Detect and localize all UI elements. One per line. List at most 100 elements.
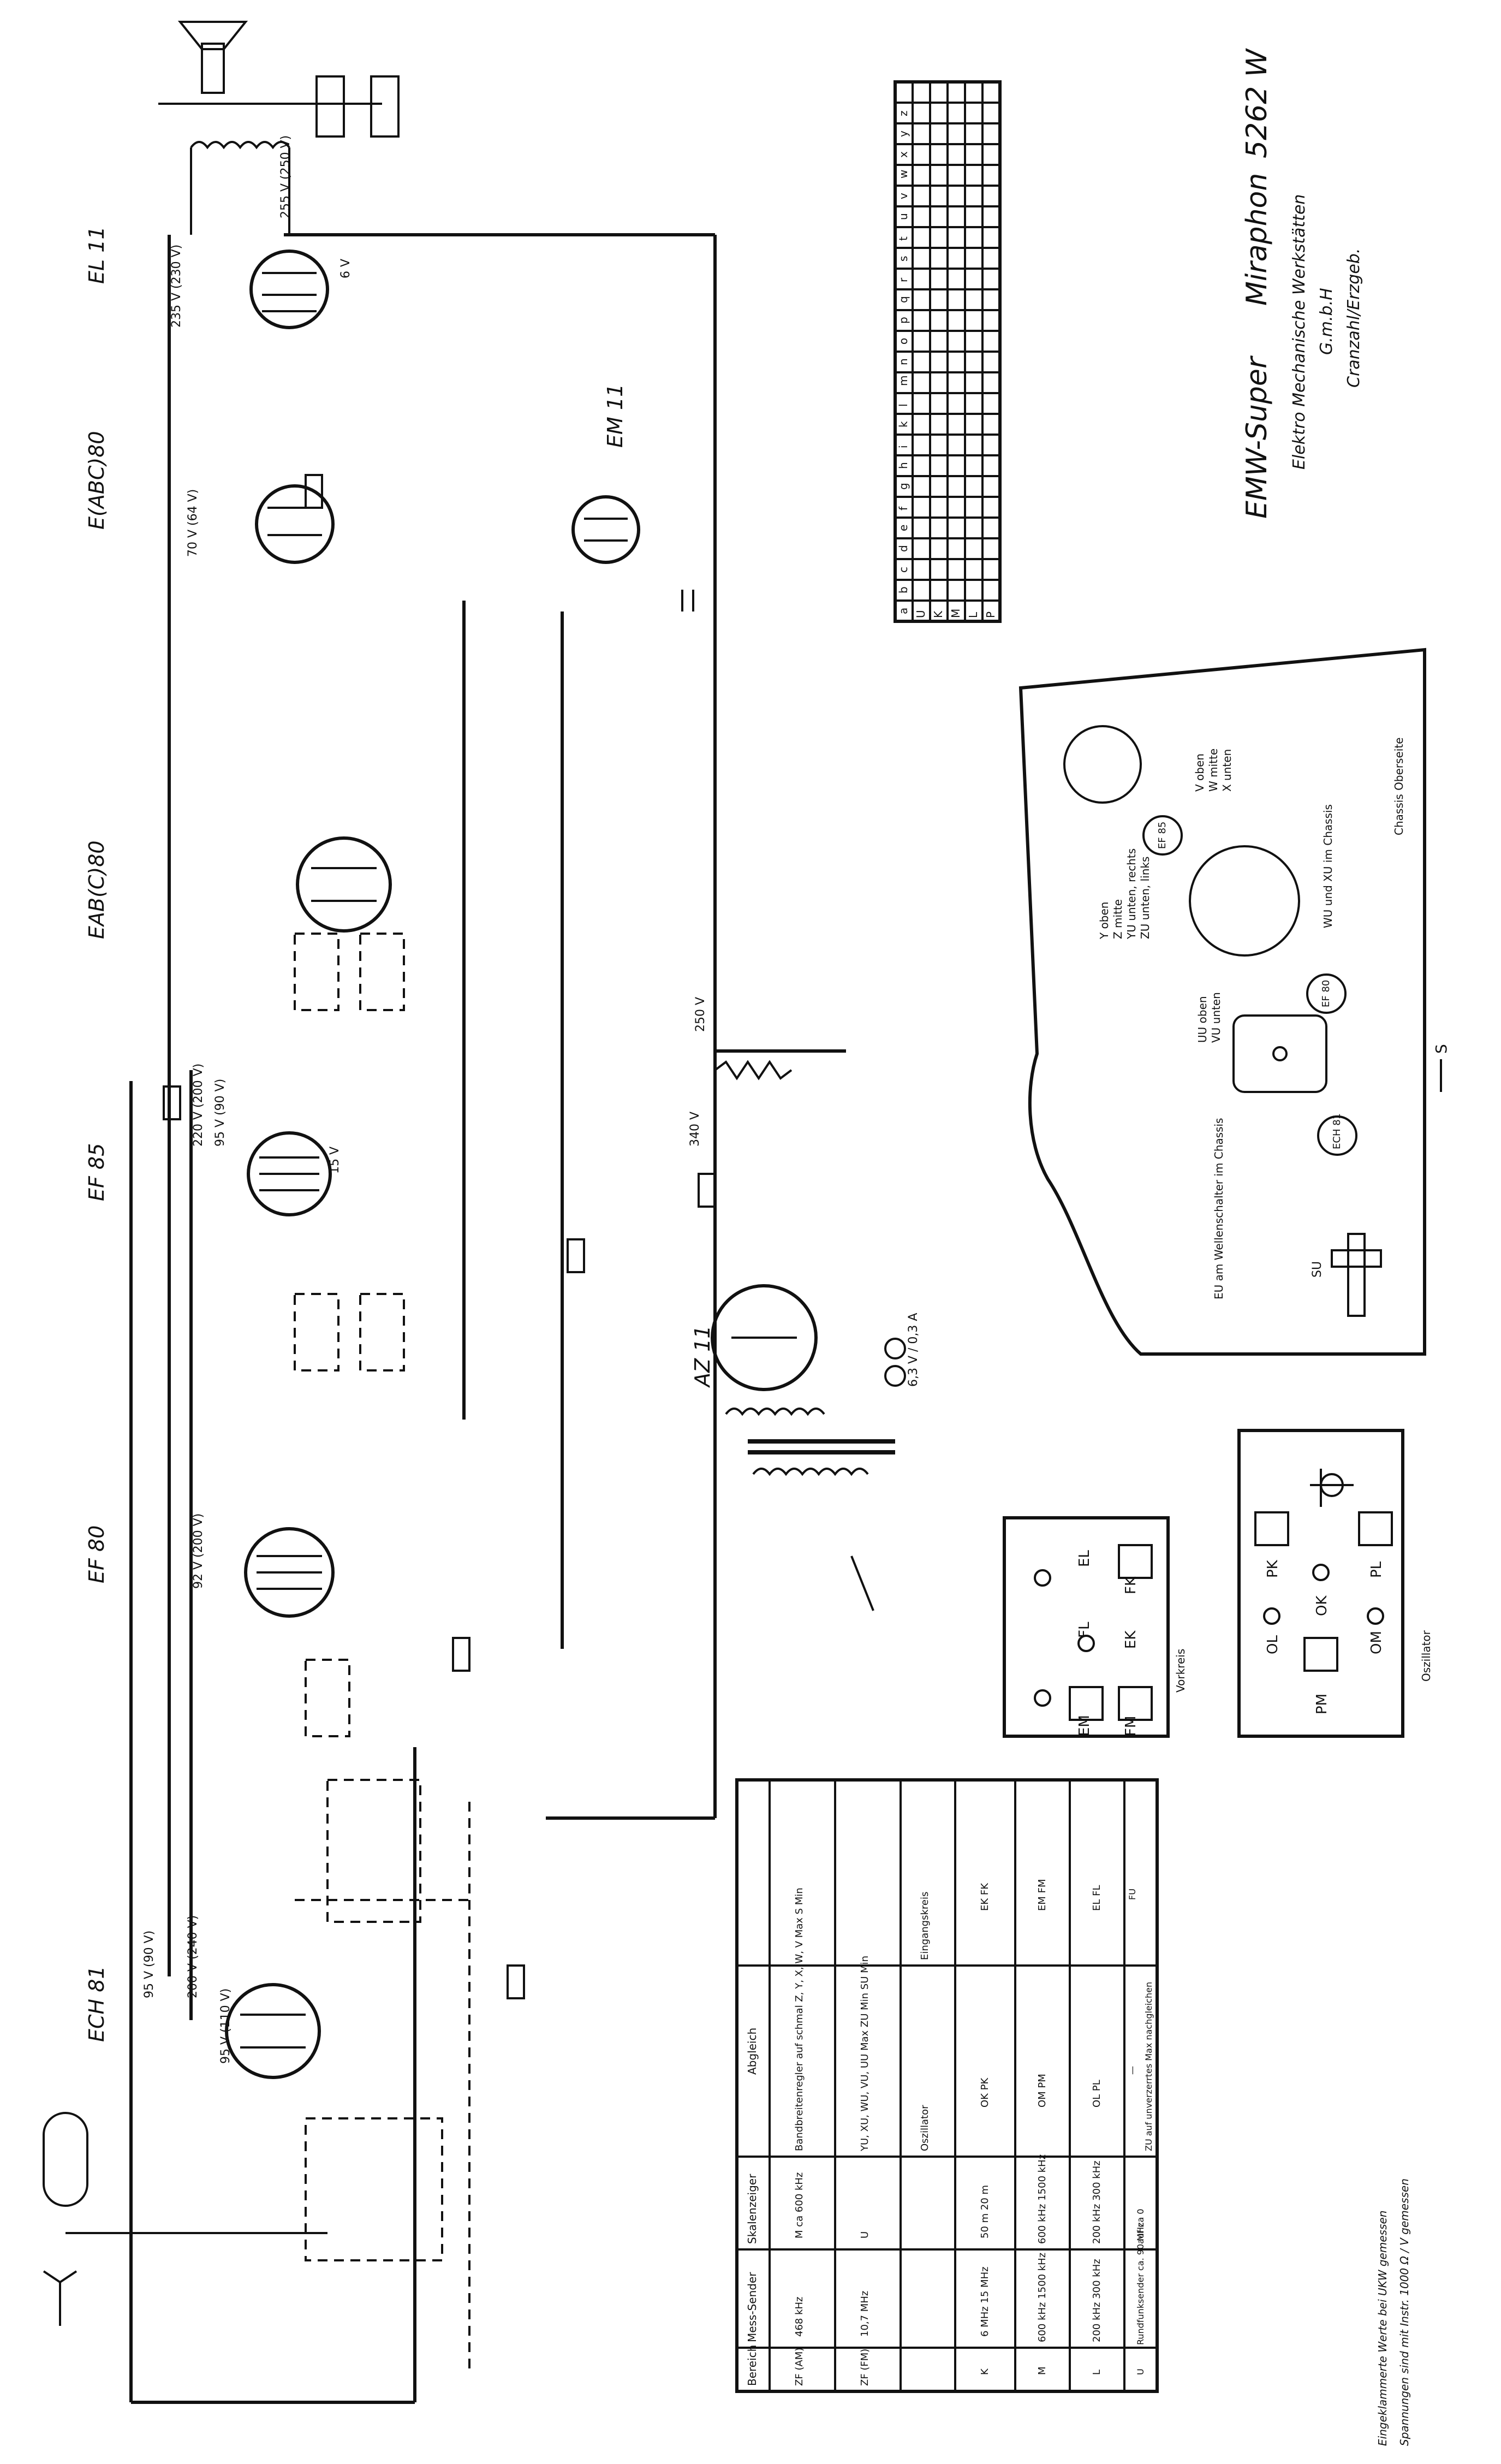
table-subheader: Oszillator — [919, 2105, 931, 2151]
table-header: Skalenzeiger — [746, 2174, 759, 2244]
matrix-row-label: U — [914, 610, 927, 618]
tube-ef85 — [247, 1131, 332, 1216]
alignment-table: Bereich Mess-Sender Skalenzeiger Abgleic… — [735, 1778, 1159, 2393]
table-cell: 600 kHz 1500 kHz — [1037, 2253, 1048, 2342]
table-cell: U — [1135, 2368, 1146, 2375]
chassis-note: Chassis Oberseite — [1392, 738, 1405, 835]
tube-label: EF 80 — [85, 1525, 109, 1583]
antenna-icon — [43, 2270, 78, 2326]
tube-eabc80-2 — [296, 836, 392, 933]
trimmer-icon — [1118, 1686, 1153, 1721]
trimmer-icon — [1254, 1511, 1289, 1546]
table-cell: 6 MHz 15 MHz — [979, 2266, 991, 2337]
chassis-note: YU unten, rechts — [1125, 848, 1138, 940]
voltage-label: 255 V (250 V) — [279, 135, 293, 218]
arrow-s-label: S — [1432, 1044, 1450, 1054]
matrix-column-label: d — [897, 545, 910, 552]
chassis-tube-label: ECH 81 — [1331, 1113, 1343, 1149]
table-cell: K — [979, 2368, 991, 2375]
oszillator-mark: OK — [1314, 1595, 1330, 1616]
table-cell: auf ca 0 — [1135, 2208, 1146, 2244]
table-header: Abgleich — [746, 2028, 759, 2075]
tube-label: EAB(C)80 — [85, 840, 109, 939]
table-cell: 200 kHz 300 kHz — [1091, 2160, 1103, 2244]
trimmer-icon — [1118, 1544, 1153, 1579]
dipole-icon — [43, 2112, 88, 2207]
oszillator-mark: PM — [1314, 1694, 1330, 1714]
oszillator-mark: OL — [1265, 1635, 1281, 1654]
vorkreis-mark: FM — [1123, 1716, 1139, 1736]
chassis-note: UU oben — [1196, 996, 1209, 1043]
trimmer-icon — [1358, 1511, 1393, 1546]
title-model: 5262 W — [1241, 48, 1273, 158]
table-cell: Rundfunksender ca. 90 MHz — [1135, 2223, 1146, 2345]
tube-el11 — [249, 250, 329, 329]
filter-can — [1232, 1014, 1327, 1093]
footnote: Eingeklammerte Werte bei UKW gemessen — [1376, 2211, 1389, 2446]
chassis-note: X unten — [1220, 749, 1234, 792]
matrix-column-label: k — [897, 421, 910, 428]
maker-line2: G.m.b.H — [1317, 288, 1336, 355]
footnote: Spannungen sind mit Instr. 1000 Ω / V ge… — [1398, 2178, 1411, 2446]
voltage-label: 15 V — [328, 1147, 342, 1174]
tube-em11 — [571, 495, 640, 564]
voltage-label: 95 V (90 V) — [213, 1079, 227, 1147]
table-cell: 50 m 20 m — [979, 2185, 991, 2239]
matrix-column-label: h — [897, 462, 910, 469]
tube-socket — [1063, 725, 1142, 804]
table-cell: 200 kHz 300 kHz — [1091, 2259, 1103, 2342]
loudspeaker-icon — [177, 21, 248, 94]
tube-socket-ech81 — [1317, 1115, 1357, 1156]
table-header: Bereich — [746, 2345, 759, 2386]
vorkreis-mark: FK — [1123, 1576, 1139, 1594]
table-cell: FU — [1127, 1889, 1137, 1900]
vorkreis-mark: FL — [1076, 1622, 1093, 1638]
table-cell: ZF (AM) — [794, 2348, 805, 2386]
chassis-note: Z mitte — [1111, 899, 1124, 939]
voltage-label: 200 V (240 V) — [186, 1915, 200, 1998]
matrix-column-label: r — [897, 277, 910, 282]
matrix-column-label: p — [897, 317, 910, 324]
matrix-column-label: m — [897, 376, 910, 386]
trimmer-icon — [1069, 1686, 1104, 1721]
table-cell: — — [1127, 2066, 1137, 2075]
tube-label: AZ 11 — [690, 1326, 714, 1388]
table-cell: L — [1091, 2370, 1103, 2375]
matrix-column-label: e — [897, 525, 910, 531]
oszillator-mark: PK — [1265, 1559, 1281, 1578]
tube-ech81 — [225, 1983, 321, 2079]
table-cell: OL PL — [1091, 2080, 1103, 2107]
matrix-column-label: c — [897, 567, 910, 573]
table-cell: 468 kHz — [794, 2297, 805, 2337]
tube-label: EM 11 — [603, 384, 627, 448]
matrix-column-label: b — [897, 586, 910, 593]
matrix-row-label: P — [984, 611, 997, 618]
matrix-column-label: a — [897, 608, 910, 614]
tube-ef80 — [244, 1527, 335, 1618]
matrix-column-label: u — [897, 213, 910, 220]
tube-label: ECH 81 — [85, 1966, 109, 2042]
matrix-column-label: v — [897, 193, 910, 199]
matrix-column-label: n — [897, 358, 910, 365]
table-cell: OK PK — [979, 2077, 991, 2107]
title-line2: Miraphon — [1241, 173, 1273, 306]
maker-line3: Cranzahl/Erzgeb. — [1344, 248, 1363, 388]
table-cell: EL FL — [1091, 1885, 1103, 1911]
su-label: SU — [1311, 1261, 1324, 1278]
vorkreis-panel: EL FK FL EK EM FM Vorkreis — [1003, 1516, 1187, 1738]
matrix-column-label: y — [897, 130, 910, 137]
table-cell: Bandbreitenregler auf schmal Z, Y, X, W,… — [794, 1887, 805, 2151]
matrix-column-label: i — [897, 445, 910, 448]
chassis-top-view: EF 85 EF 80 ECH 81 Y oben Z mitte YU unt… — [1018, 648, 1450, 1356]
voltage-label: 340 V — [688, 1112, 702, 1147]
chassis-note: EU am Wellenschalter im Chassis — [1212, 1118, 1225, 1299]
title-block: EMW-Super Miraphon 5262 W Elektro Mechan… — [1241, 48, 1363, 519]
oszillator-mark: OM — [1368, 1631, 1385, 1654]
matrix-column-label: o — [897, 338, 910, 345]
chassis-tube-label: EF 85 — [1157, 822, 1168, 849]
table-cell: YU, XU, WU, VU, UU Max ZU Min SU Min — [859, 1956, 871, 2152]
table-cell: OM PM — [1037, 2074, 1048, 2107]
table-cell: M — [1037, 2366, 1048, 2375]
